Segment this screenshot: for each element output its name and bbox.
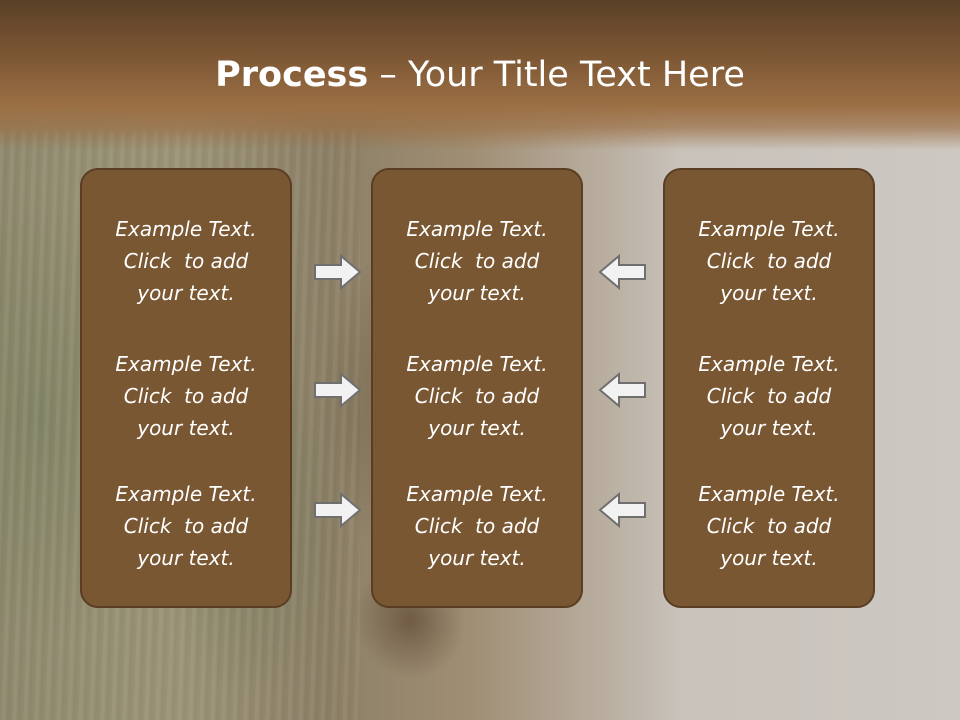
text-block[interactable]: Example Text. Click to add your text.	[373, 478, 581, 574]
text-line: Example Text.	[406, 352, 548, 376]
text-line: Click to add	[414, 249, 540, 273]
text-block[interactable]: Example Text. Click to add your text.	[82, 348, 290, 444]
process-box-left[interactable]: Example Text. Click to add your text. Ex…	[80, 168, 292, 608]
slide-title[interactable]: Process – Your Title Text Here	[0, 52, 960, 98]
text-line: your text.	[428, 281, 526, 305]
title-bold: Process	[215, 55, 369, 95]
text-line: Click to add	[706, 384, 832, 408]
text-line: Click to add	[414, 384, 540, 408]
left-arrow-icon	[598, 491, 646, 529]
title-rest: – Your Title Text Here	[368, 55, 745, 95]
text-block[interactable]: Example Text. Click to add your text.	[82, 213, 290, 309]
text-line: Example Text.	[115, 217, 257, 241]
text-line: your text.	[137, 546, 235, 570]
text-line: Click to add	[123, 249, 249, 273]
text-line: Example Text.	[115, 352, 257, 376]
process-box-middle[interactable]: Example Text. Click to add your text. Ex…	[371, 168, 583, 608]
text-line: your text.	[137, 416, 235, 440]
text-line: your text.	[428, 546, 526, 570]
right-arrow-icon	[314, 371, 362, 409]
text-line: Click to add	[123, 384, 249, 408]
right-arrow-icon	[314, 253, 362, 291]
text-block[interactable]: Example Text. Click to add your text.	[373, 213, 581, 309]
left-arrow-icon	[598, 253, 646, 291]
text-block[interactable]: Example Text. Click to add your text.	[665, 478, 873, 574]
text-line: your text.	[428, 416, 526, 440]
text-line: Example Text.	[115, 482, 257, 506]
text-block[interactable]: Example Text. Click to add your text.	[665, 348, 873, 444]
text-line: Example Text.	[698, 217, 840, 241]
text-block[interactable]: Example Text. Click to add your text.	[373, 348, 581, 444]
text-block[interactable]: Example Text. Click to add your text.	[82, 478, 290, 574]
text-line: your text.	[137, 281, 235, 305]
text-line: your text.	[720, 416, 818, 440]
process-box-right[interactable]: Example Text. Click to add your text. Ex…	[663, 168, 875, 608]
text-line: Example Text.	[698, 352, 840, 376]
text-line: Click to add	[706, 249, 832, 273]
text-line: Click to add	[414, 514, 540, 538]
text-block[interactable]: Example Text. Click to add your text.	[665, 213, 873, 309]
text-line: your text.	[720, 546, 818, 570]
text-line: Example Text.	[406, 482, 548, 506]
text-line: Click to add	[123, 514, 249, 538]
text-line: Example Text.	[698, 482, 840, 506]
right-arrow-icon	[314, 491, 362, 529]
text-line: Click to add	[706, 514, 832, 538]
title-banner	[0, 0, 960, 150]
text-line: your text.	[720, 281, 818, 305]
left-arrow-icon	[598, 371, 646, 409]
text-line: Example Text.	[406, 217, 548, 241]
